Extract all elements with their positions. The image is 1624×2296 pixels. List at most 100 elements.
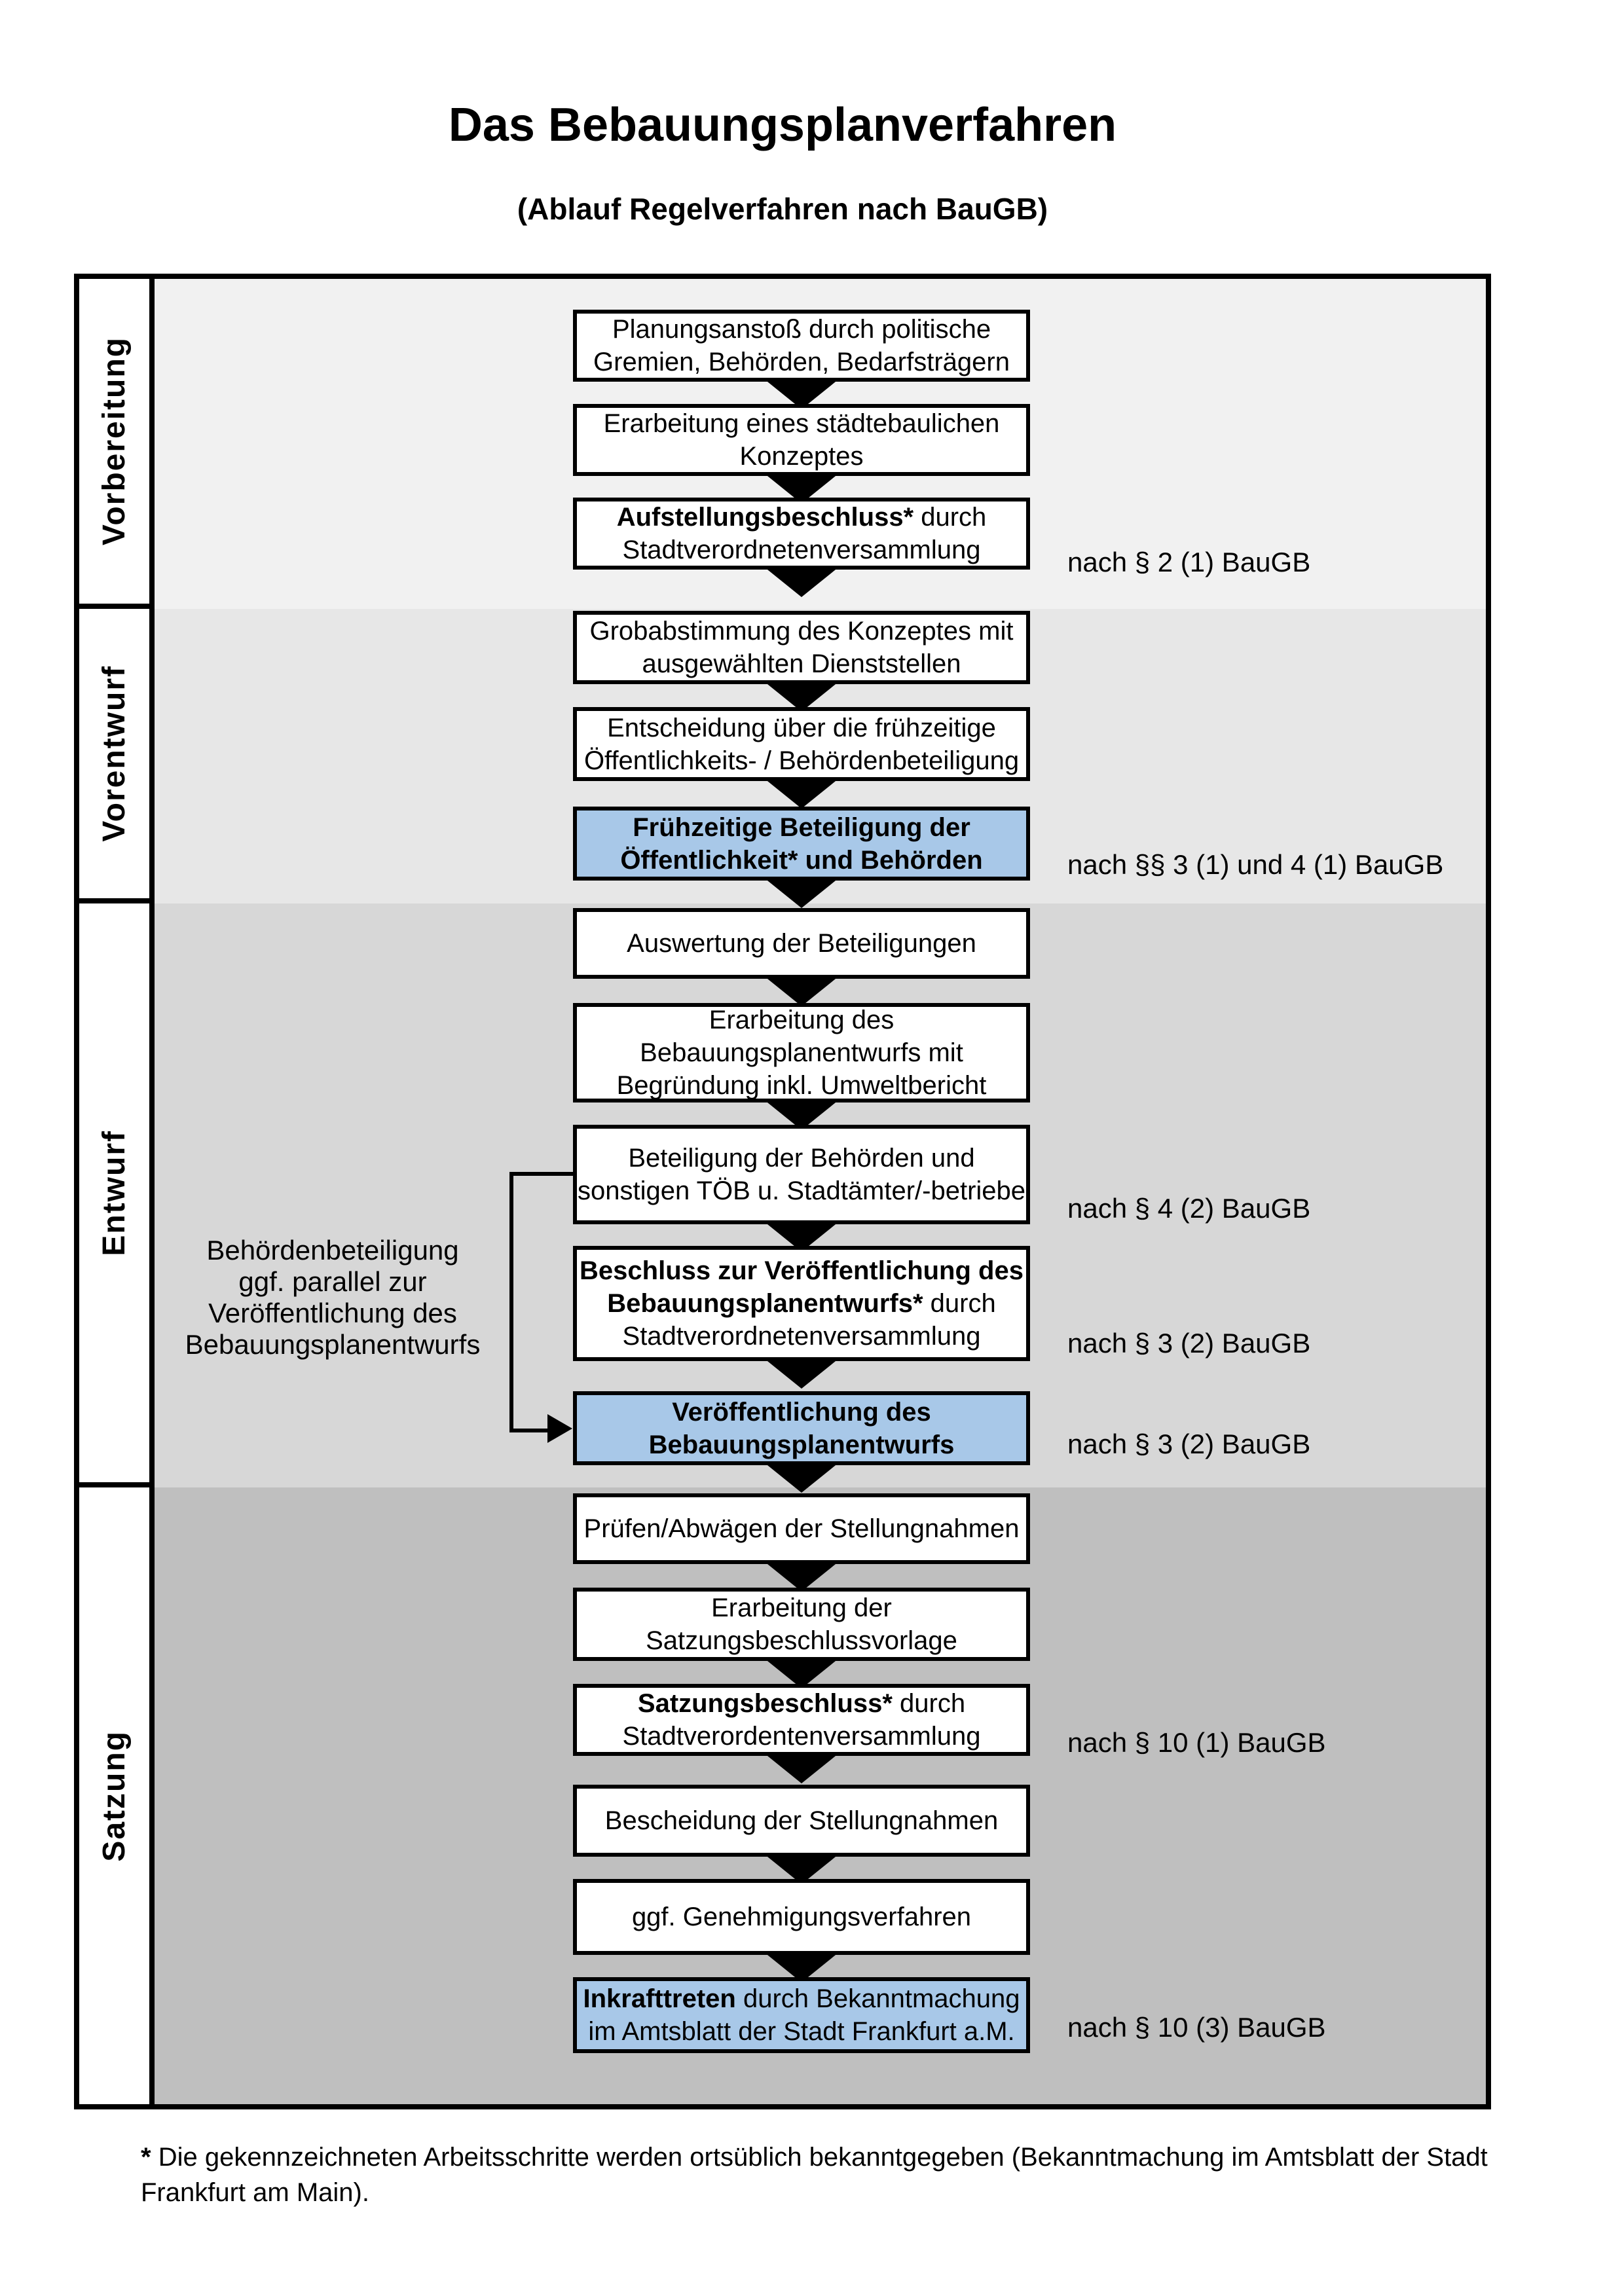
step-text: Öffentlichkeits- / Behördenbeteiligung (583, 746, 1020, 775)
step-text-line: Prüfen/Abwägen der Stellungnahmen (584, 1512, 1020, 1545)
phase-cell-satzung: Satzung (79, 1487, 155, 2104)
step-text: Gremien, Behörden, Bedarfsträgern (593, 348, 1010, 376)
step-text-line: Stadtverordnetenversammlung (623, 534, 981, 566)
step-text-line: Grobabstimmung des Konzeptes mit (590, 615, 1014, 647)
legal-ref-7: nach § 10 (3) BauGB (1067, 2012, 1326, 2043)
step-text-line: Beschluss zur Veröffentlichung des (580, 1254, 1024, 1287)
step-text: Beteiligung der Behörden und (628, 1144, 975, 1173)
step-text: durch Bekanntmachung (735, 1984, 1020, 2013)
connector-line-vertical (509, 1172, 513, 1432)
step-text-bold: Satzungsbeschluss* (637, 1689, 893, 1718)
phase-cell-entwurf: Entwurf (79, 903, 155, 1487)
step-text-line: Bebauungsplanentwurfs* durch (607, 1287, 995, 1320)
step-text: Erarbeitung eines städtebaulichen (603, 409, 1000, 438)
legal-ref-4: nach § 3 (2) BauGB (1067, 1328, 1311, 1358)
connector-line-bottom (509, 1429, 550, 1432)
phase-label-entwurf: Entwurf (97, 1129, 132, 1256)
step-veroeffentlichungsbeschluss: Beschluss zur Veröffentlichung des Bebau… (573, 1246, 1030, 1361)
step-text-line: im Amtsblatt der Stadt Frankfurt a.M. (588, 2015, 1014, 2048)
phase-label-satzung: Satzung (97, 1730, 132, 1862)
step-auswertung: Auswertung der Beteiligungen (573, 908, 1030, 979)
step-bescheidung: Bescheidung der Stellungnahmen (573, 1785, 1030, 1857)
step-text: Stadtverordnetenversammlung (622, 536, 981, 564)
footnote-text: Die gekennzeichneten Arbeitsschritte wer… (151, 2143, 1488, 2172)
arrow-down-icon (764, 1463, 839, 1493)
step-text-line: ggf. Genehmigungsverfahren (632, 1901, 971, 1933)
arrow-down-icon (764, 567, 839, 597)
step-veroeffentlichung: Veröffentlichung des Bebauungsplanentwur… (573, 1391, 1030, 1465)
step-entscheidung-beteiligung: Entscheidung über die frühzeitige Öffent… (573, 707, 1030, 781)
step-text-line: Entscheidung über die frühzeitige (607, 712, 996, 744)
step-text-bold: Aufstellungsbeschluss* (616, 503, 914, 532)
step-text-line: Erarbeitung der (711, 1592, 892, 1624)
title-block: Das Bebauungsplanverfahren (Ablauf Regel… (74, 98, 1491, 227)
step-text: Bebauungsplanentwurfs mit (640, 1038, 963, 1067)
step-text-line: Veröffentlichung des (672, 1396, 931, 1429)
step-text-line: Bebauungsplanentwurfs (649, 1429, 955, 1461)
footnote: * Die gekennzeichneten Arbeitsschritte w… (141, 2140, 1549, 2210)
side-note-line: Behördenbeteiligung (206, 1235, 459, 1266)
step-text: Erarbeitung des (709, 1006, 895, 1034)
step-text: Satzungsbeschlussvorlage (646, 1626, 957, 1655)
step-text: durch (923, 1289, 996, 1318)
legal-ref-3: nach § 4 (2) BauGB (1067, 1193, 1311, 1224)
step-inkrafttreten: Inkrafttreten durch Bekanntmachung im Am… (573, 1977, 1030, 2053)
step-text-line: Inkrafttreten durch Bekanntmachung (583, 1982, 1020, 2015)
step-text: Auswertung der Beteiligungen (627, 929, 976, 958)
step-entwurf-erarbeitung: Erarbeitung des Bebauungsplanentwurfs mi… (573, 1003, 1030, 1102)
step-text-bold: Öffentlichkeit* und Behörden (620, 845, 983, 875)
step-text-line: Konzeptes (739, 440, 863, 473)
footnote-line: Frankfurt am Main). (141, 2178, 369, 2207)
step-text-line: Begründung inkl. Umweltbericht (617, 1069, 987, 1102)
arrow-down-icon (764, 1358, 839, 1389)
step-text: ausgewählten Dienststellen (642, 649, 961, 678)
step-text-line: Aufstellungsbeschluss* durch (617, 501, 987, 534)
step-text: Erarbeitung der (711, 1594, 892, 1622)
step-aufstellungsbeschluss: Aufstellungsbeschluss* durch Stadtverord… (573, 498, 1030, 570)
page-title: Das Bebauungsplanverfahren (448, 99, 1117, 151)
phase-cell-vorbereitung: Vorbereitung (79, 279, 155, 609)
arrow-down-icon (764, 778, 839, 809)
footnote-asterisk: * (141, 2143, 151, 2172)
step-text-line: Gremien, Behörden, Bedarfsträgern (593, 346, 1010, 378)
step-genehmigungsverfahren: ggf. Genehmigungsverfahren (573, 1879, 1030, 1955)
footnote-line: * Die gekennzeichneten Arbeitsschritte w… (141, 2140, 1549, 2175)
arrow-down-icon (764, 1658, 839, 1688)
step-toeb-beteiligung: Beteiligung der Behörden und sonstigen T… (573, 1125, 1030, 1224)
step-satzungsvorlage: Erarbeitung der Satzungsbeschlussvorlage (573, 1588, 1030, 1661)
arrow-down-icon (764, 878, 839, 908)
step-text-bold: Bebauungsplanentwurfs (648, 1430, 955, 1459)
arrow-right-icon (547, 1414, 572, 1443)
step-text-line: Stadtverordentenversammlung (623, 1720, 981, 1753)
step-text: im Amtsblatt der Stadt Frankfurt a.M. (588, 2017, 1015, 2046)
step-text: durch (892, 1689, 966, 1718)
step-text-line: Erarbeitung des (709, 1004, 894, 1036)
step-text-line: Planungsanstoß durch politische (612, 313, 991, 346)
legal-ref-5: nach § 3 (2) BauGB (1067, 1429, 1311, 1459)
step-text: Stadtverordentenversammlung (622, 1722, 981, 1751)
step-text-line: Auswertung der Beteiligungen (627, 927, 976, 960)
arrow-down-icon (764, 1561, 839, 1592)
side-note-line: ggf. parallel zur (238, 1266, 427, 1297)
step-text-bold: Bebauungsplanentwurfs* (607, 1289, 923, 1318)
step-text-line: Stadtverordnetenversammlung (623, 1320, 981, 1353)
phase-cell-vorentwurf: Vorentwurf (79, 609, 155, 903)
legal-ref-6: nach § 10 (1) BauGB (1067, 1727, 1326, 1758)
step-text-bold: Veröffentlichung des (672, 1397, 931, 1427)
phase-label-vorbereitung: Vorbereitung (97, 337, 132, 546)
arrow-down-icon (764, 976, 839, 1006)
step-text-line: Öffentlichkeits- / Behördenbeteiligung (584, 744, 1019, 777)
arrow-down-icon (764, 1753, 839, 1783)
side-note-line: Veröffentlichung des (208, 1298, 457, 1328)
side-note-line: Bebauungsplanentwurfs (185, 1329, 481, 1360)
step-text: Stadtverordnetenversammlung (622, 1322, 981, 1351)
step-text-line: Frühzeitige Beteiligung der (633, 811, 970, 844)
legal-ref-1: nach § 2 (1) BauGB (1067, 547, 1311, 577)
step-text-bold: Frühzeitige Beteiligung der (633, 812, 970, 842)
step-satzungsbeschluss: Satzungsbeschluss* durch Stadtverordente… (573, 1684, 1030, 1756)
step-fruehzeitige-beteiligung: Frühzeitige Beteiligung der Öffentlichke… (573, 807, 1030, 881)
step-text: Prüfen/Abwägen der Stellungnahmen (583, 1514, 1020, 1543)
step-text: Bescheidung der Stellungnahmen (604, 1806, 999, 1835)
step-text-line: Bescheidung der Stellungnahmen (605, 1804, 998, 1837)
